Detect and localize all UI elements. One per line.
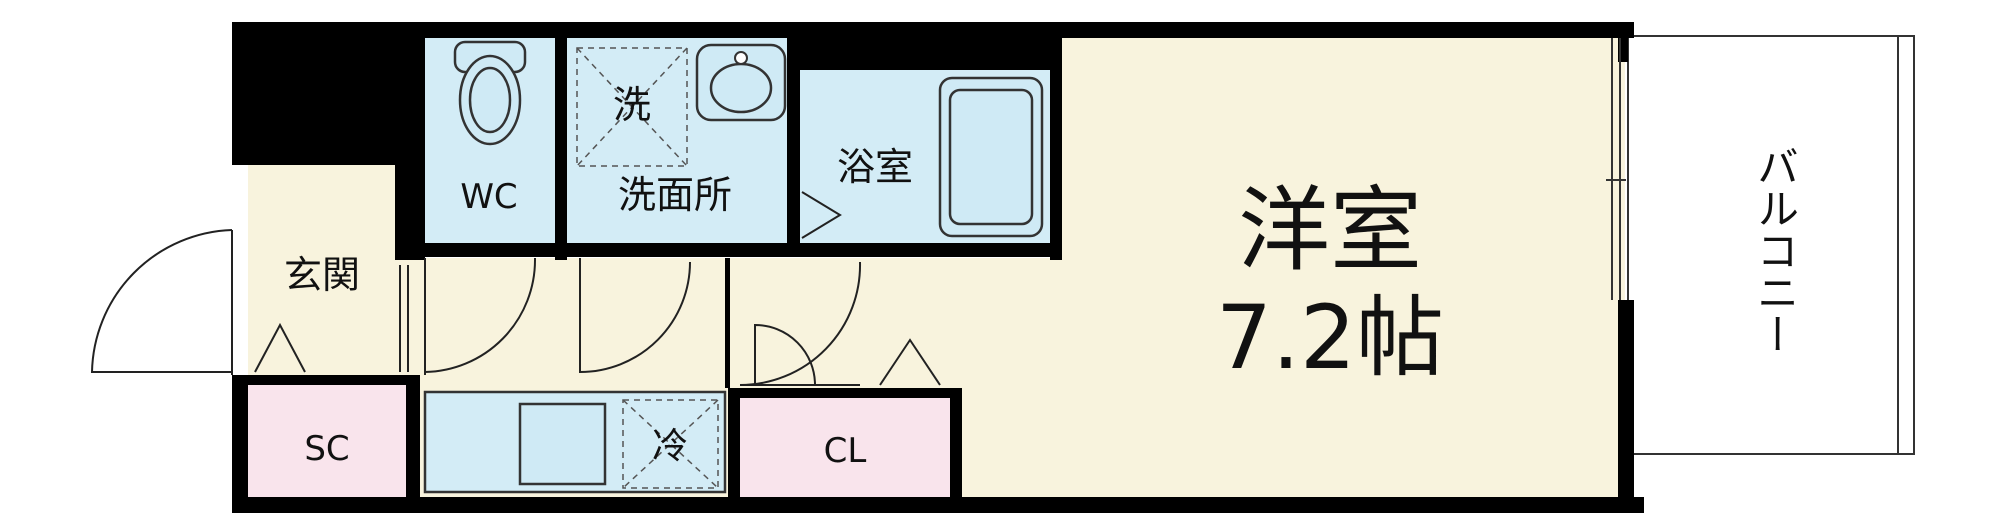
bathtub-icon bbox=[938, 76, 1044, 238]
balcony-floor bbox=[1627, 35, 1915, 455]
balcony-label: バルコニー bbox=[1751, 145, 1800, 355]
refrigerator-space bbox=[622, 399, 719, 489]
walls bbox=[232, 22, 1644, 513]
kitchen-sink-icon bbox=[518, 402, 607, 486]
refrigerator-label: 冷 bbox=[652, 426, 688, 467]
balcony-window bbox=[1606, 38, 1626, 300]
wc-label: WC bbox=[460, 177, 517, 217]
washing-machine-label: 洗 bbox=[613, 83, 651, 127]
toilet-icon bbox=[453, 40, 527, 146]
western-room-size: 7.2帖 bbox=[1216, 286, 1444, 389]
washroom-label: 洗面所 bbox=[618, 173, 732, 217]
washing-machine-pan bbox=[576, 47, 688, 167]
closet-label: CL bbox=[824, 431, 867, 471]
entrance-label: 玄関 bbox=[284, 253, 360, 297]
western-room-floor bbox=[1060, 38, 1625, 500]
shoe-closet-floor bbox=[248, 385, 406, 497]
doors bbox=[90, 191, 941, 386]
shoe-closet-label: SC bbox=[304, 429, 349, 469]
western-room-name: 洋室 bbox=[1238, 177, 1422, 284]
wash-basin-icon bbox=[695, 43, 787, 122]
closet-floor bbox=[740, 398, 950, 498]
bathroom-label: 浴室 bbox=[837, 145, 913, 189]
